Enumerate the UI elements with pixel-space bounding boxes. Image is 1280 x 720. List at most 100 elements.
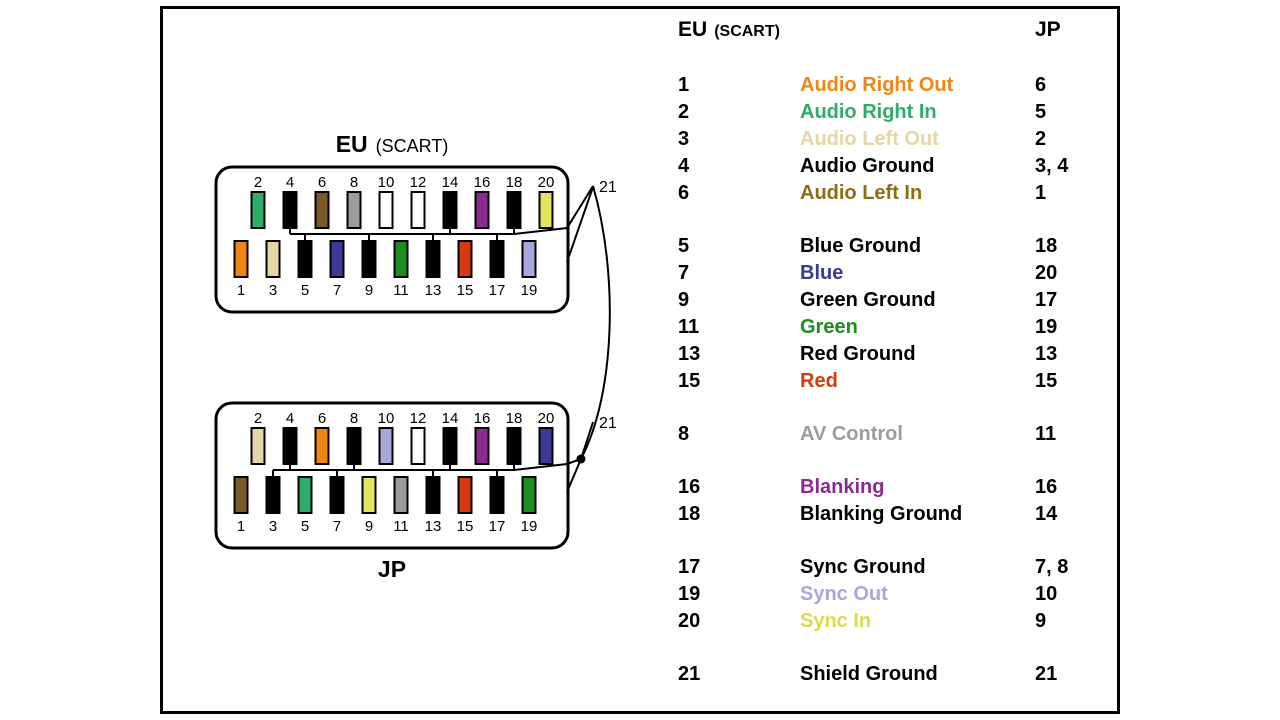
pin-row-eu-7: 7 Blue 20 [676,260,1136,287]
eu-pin-9 [361,240,377,278]
jp-pin-4-label: 4 [286,410,294,427]
jp-pin-number: 10 [1035,583,1058,605]
jp-pin-number: 13 [1035,343,1058,365]
jp-pin-13 [425,476,441,514]
signal-name: Blue Ground [800,235,922,257]
signal-name: Audio Ground [800,155,935,177]
jp-shield-pin-label: 21 [599,415,617,432]
jp-pin-16 [474,427,490,465]
eu-pin-15-label: 15 [457,282,474,299]
jp-pin-number: 11 [1035,423,1057,445]
signal-name: Shield Ground [800,663,938,685]
signal-name: Sync In [800,610,872,632]
eu-pin-2 [250,191,266,229]
eu-column-header-sub: (SCART) [714,23,780,40]
jp-pin-7 [329,476,345,514]
eu-pin-number: 5 [678,235,690,257]
eu-pin-number: 16 [678,476,701,498]
eu-pin-number: 7 [678,262,690,284]
signal-name: Blue [800,262,844,284]
eu-pin-4 [282,191,298,229]
jp-pin-5 [297,476,313,514]
eu-pin-7 [329,240,345,278]
jp-pin-20-label: 20 [538,410,555,427]
eu-pin-12-label: 12 [410,174,427,191]
jp-pin-13-label: 13 [425,518,442,535]
jp-pin-1-label: 1 [237,518,245,535]
jp-shield-exit-wire [513,421,594,471]
eu-shield-pin-label: 21 [599,179,617,196]
eu-pin-number: 8 [678,423,690,445]
eu-pin-12 [410,191,426,229]
eu-column-header: EU (SCART) [678,18,780,42]
signal-name: Audio Right In [800,101,937,123]
pin-row-eu-21: 21 Shield Ground 21 [676,661,1136,688]
eu-pin-10 [378,191,394,229]
eu-pin-4-label: 4 [286,174,294,191]
jp-pin-8 [346,427,362,465]
signal-name: Red [800,370,838,392]
jp-pin-7-label: 7 [333,518,341,535]
jp-pin-3 [265,476,281,514]
signal-name: Audio Left Out [800,128,939,150]
eu-column-header-text: EU [678,18,708,41]
eu-pin-number: 21 [678,663,701,685]
eu-title-text: EU [336,131,368,157]
jp-pin-9 [361,476,377,514]
diagram-frame [160,6,1120,714]
eu-pin-13 [425,240,441,278]
shield-junction-dot [576,454,586,464]
jp-pin-number: 9 [1035,610,1047,632]
jp-pin-number: 20 [1035,262,1058,284]
eu-pin-8-label: 8 [350,174,358,191]
eu-pin-5 [297,240,313,278]
signal-name: Green Ground [800,289,936,311]
signal-name: Sync Ground [800,556,926,578]
eu-pin-16 [474,191,490,229]
eu-pin-number: 4 [678,155,690,177]
eu-pin-2-label: 2 [254,174,262,191]
signal-name: Audio Right Out [800,74,954,96]
jp-pin-20 [538,427,554,465]
jp-pin-18 [506,427,522,465]
jp-title: JP [378,556,406,582]
jp-pin-4 [282,427,298,465]
eu-pin-14 [442,191,458,229]
jp-pin-14 [442,427,458,465]
shield-link-wire [580,185,611,460]
eu-pin-7-label: 7 [333,282,341,299]
eu-pin-11 [393,240,409,278]
jp-pin-19 [521,476,537,514]
signal-name: Blanking [800,476,885,498]
eu-shield-exit-wire [566,186,594,263]
eu-pin-number: 3 [678,128,690,150]
jp-pin-11-label: 11 [393,518,409,535]
eu-pin-number: 13 [678,343,701,365]
jp-pin-3-label: 3 [269,518,277,535]
eu-pin-number: 6 [678,182,690,204]
jp-pin-6-label: 6 [318,410,326,427]
jp-pin-16-label: 16 [474,410,491,427]
eu-pin-15 [457,240,473,278]
eu-pin-18 [506,191,522,229]
jp-pin-number: 3, 4 [1035,155,1069,177]
eu-pin-3-label: 3 [269,282,277,299]
jp-pin-number: 21 [1035,663,1058,685]
signal-name: Blanking Ground [800,503,963,525]
eu-pin-number: 9 [678,289,690,311]
jp-pin-8-label: 8 [350,410,358,427]
jp-pin-1 [233,476,249,514]
jp-pin-number: 18 [1035,235,1058,257]
jp-pin-15 [457,476,473,514]
jp-pin-number: 15 [1035,370,1058,392]
